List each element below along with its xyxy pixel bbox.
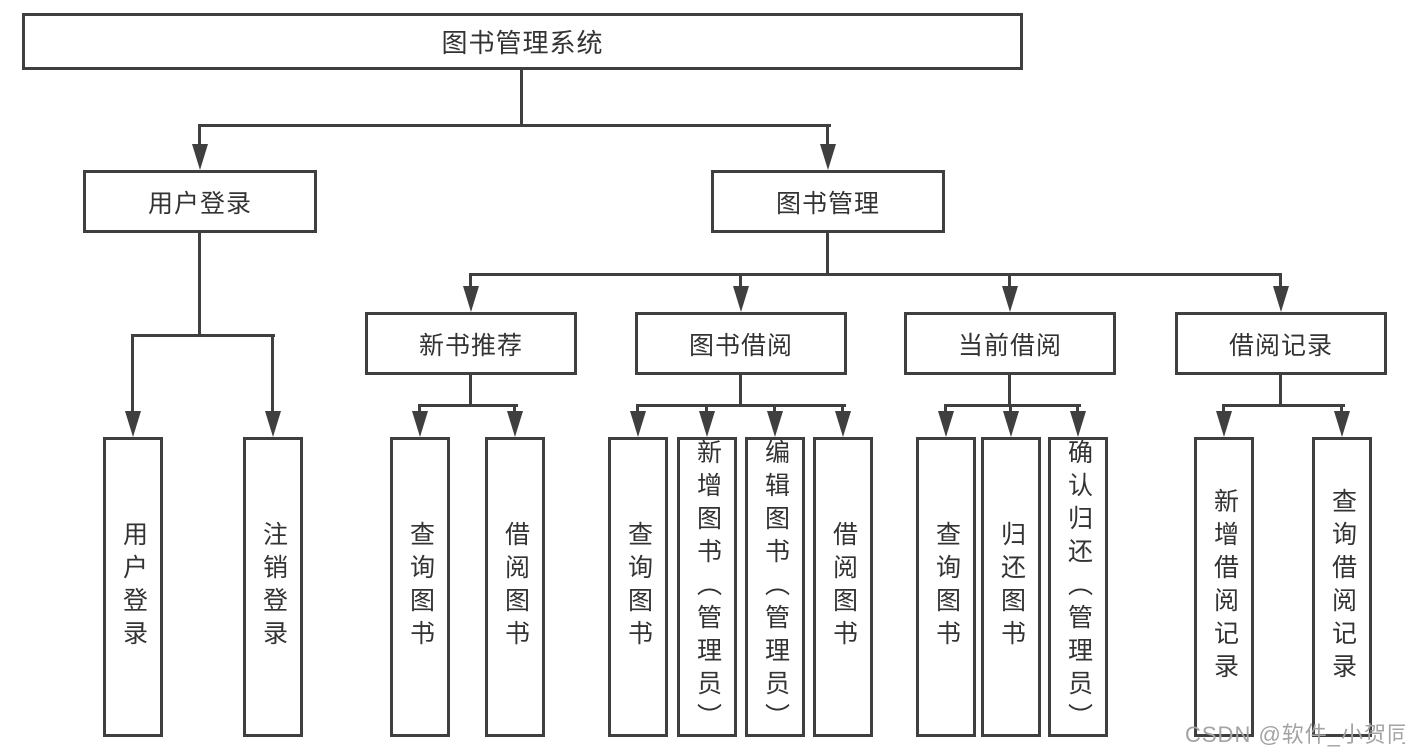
leaf-label: 用户登录 — [119, 521, 148, 653]
arrow-down-icon — [463, 286, 479, 312]
leaf-label: 借阅图书 — [501, 521, 530, 653]
connector-line — [944, 404, 1081, 407]
arrow-down-icon — [1273, 286, 1289, 312]
connector-line — [469, 273, 1282, 276]
leaf-label: 查询图书 — [624, 521, 653, 653]
leaf-label: 确认归还（管理员） — [1064, 438, 1093, 736]
node-leaf-query-books-1: 查询图书 — [390, 437, 450, 737]
connector-line — [418, 404, 421, 414]
node-book-management: 图书管理 — [711, 170, 945, 233]
node-leaf-confirm-return-admin: 确认归还（管理员） — [1048, 437, 1108, 737]
connector-line — [739, 273, 742, 289]
connector-line — [469, 273, 472, 289]
arrow-down-icon — [1002, 286, 1018, 312]
arrow-down-icon — [835, 411, 851, 437]
connector-line — [944, 404, 947, 414]
node-leaf-borrow-books-1: 借阅图书 — [485, 437, 545, 737]
connector-line — [1340, 404, 1343, 414]
node-leaf-add-books-admin: 新增图书（管理员） — [677, 437, 737, 737]
node-leaf-query-books-2: 查询图书 — [608, 437, 668, 737]
node-leaf-borrow-books-2: 借阅图书 — [813, 437, 873, 737]
node-leaf-query-books-3: 查询图书 — [916, 437, 976, 737]
connector-line — [469, 375, 472, 407]
connector-line — [705, 404, 708, 414]
arrow-down-icon — [412, 411, 428, 437]
connector-line — [826, 233, 829, 276]
arrow-down-icon — [1334, 411, 1350, 437]
arrow-down-icon — [265, 411, 281, 437]
connector-line — [418, 404, 518, 407]
connector-line — [1279, 273, 1282, 289]
node-library-management-system: 图书管理系统 — [22, 13, 1023, 70]
connector-line — [636, 404, 639, 414]
leaf-label: 查询图书 — [406, 521, 435, 653]
connector-line — [636, 404, 846, 407]
arrow-down-icon — [820, 144, 836, 170]
leaf-label: 新增借阅记录 — [1210, 488, 1239, 686]
node-leaf-user-login: 用户登录 — [103, 437, 163, 737]
arrow-down-icon — [1070, 411, 1086, 437]
connector-line — [739, 375, 742, 407]
connector-line — [198, 233, 201, 337]
connector-line — [131, 334, 134, 414]
arrow-down-icon — [630, 411, 646, 437]
csdn-watermark: CSDN @软件_小贺同学 — [1185, 722, 1405, 747]
connector-line — [1279, 375, 1282, 407]
node-leaf-query-borrow-record: 查询借阅记录 — [1312, 437, 1372, 737]
connector-line — [826, 124, 829, 146]
node-borrow-records: 借阅记录 — [1175, 312, 1387, 375]
leaf-label: 归还图书 — [997, 521, 1026, 653]
arrow-down-icon — [125, 411, 141, 437]
leaf-label: 编辑图书（管理员） — [761, 438, 790, 736]
node-leaf-edit-books-admin: 编辑图书（管理员） — [745, 437, 805, 737]
connector-line — [841, 404, 844, 414]
connector-line — [1222, 404, 1345, 407]
node-leaf-return-books: 归还图书 — [981, 437, 1041, 737]
arrow-down-icon — [699, 411, 715, 437]
leaf-label: 查询借阅记录 — [1328, 488, 1357, 686]
arrow-down-icon — [192, 144, 208, 170]
connector-line — [513, 404, 516, 414]
connector-line — [198, 124, 201, 146]
leaf-label: 查询图书 — [932, 521, 961, 653]
connector-line — [1222, 404, 1225, 414]
node-current-borrow: 当前借阅 — [904, 312, 1116, 375]
connector-line — [520, 70, 523, 127]
node-new-book-recommend: 新书推荐 — [365, 312, 577, 375]
node-leaf-logout: 注销登录 — [243, 437, 303, 737]
node-user-login: 用户登录 — [83, 170, 317, 233]
connector-line — [1076, 404, 1079, 414]
node-leaf-add-borrow-record: 新增借阅记录 — [1194, 437, 1254, 737]
arrow-down-icon — [1216, 411, 1232, 437]
arrow-down-icon — [938, 411, 954, 437]
arrow-down-icon — [767, 411, 783, 437]
leaf-label: 借阅图书 — [829, 521, 858, 653]
leaf-label: 注销登录 — [259, 521, 288, 653]
connector-line — [271, 334, 274, 414]
node-book-borrow: 图书借阅 — [635, 312, 847, 375]
arrow-down-icon — [507, 411, 523, 437]
connector-line — [773, 404, 776, 414]
arrow-down-icon — [733, 286, 749, 312]
connector-line — [1009, 404, 1012, 414]
connector-line — [1008, 273, 1011, 289]
connector-line — [198, 124, 831, 127]
connector-line — [131, 334, 275, 337]
arrow-down-icon — [1003, 411, 1019, 437]
leaf-label: 新增图书（管理员） — [693, 438, 722, 736]
connector-line — [1008, 375, 1011, 407]
